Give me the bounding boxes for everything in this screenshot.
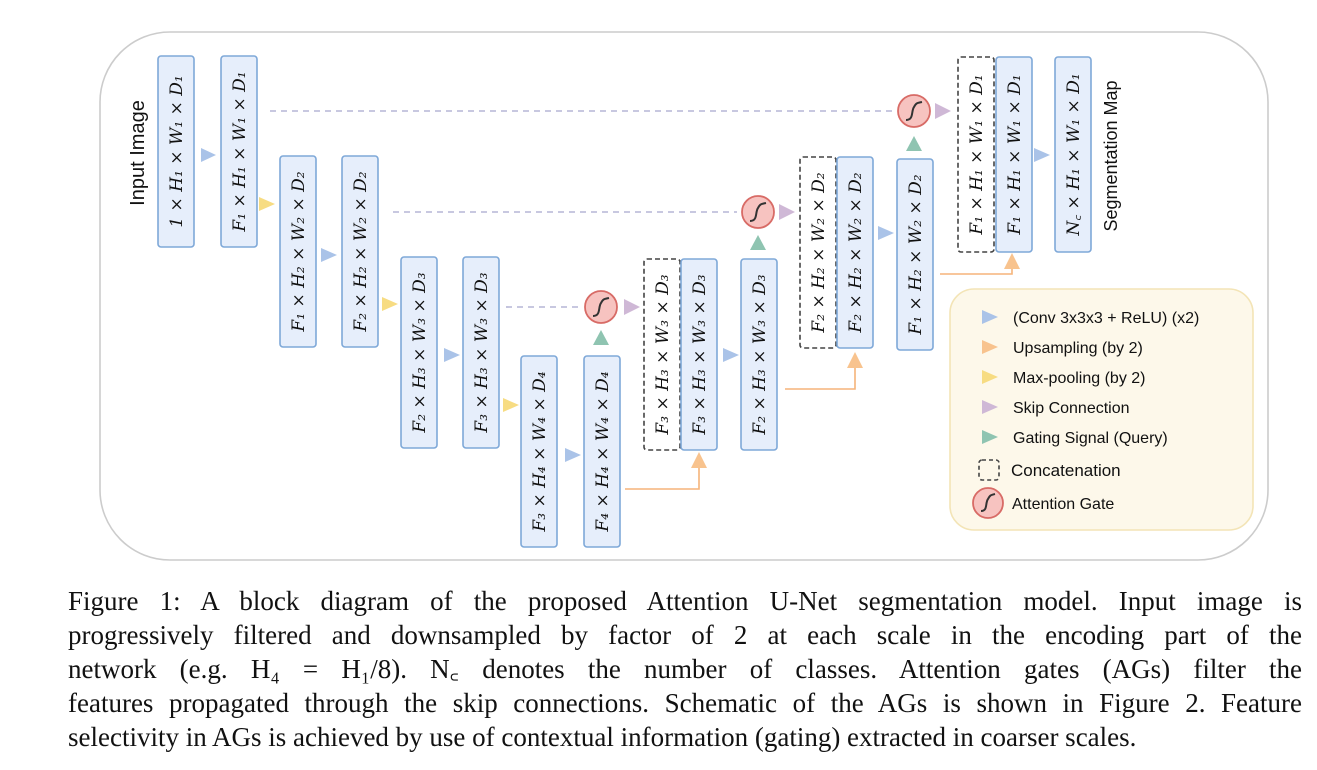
block-label: F₃ × H₄ × W₄ × D₄ — [530, 371, 550, 532]
concatenated-feature-block: F₃ × H₃ × W₃ × D₃ — [643, 258, 681, 451]
legend-label-skip: Skip Connection — [1013, 400, 1130, 417]
block-label: F₂ × H₃ × W₃ × D₃ — [410, 272, 430, 433]
block-label: F₁ × H₂ × W₂ × D₂ — [906, 174, 926, 335]
conv-triangle-icon — [982, 310, 998, 324]
caption-line-2: progressively filtered and downsampled b… — [68, 620, 1302, 650]
caption-line-5: selectivity in AGs is achieved by use of… — [68, 722, 1137, 752]
input-image-label: Input Image — [127, 100, 149, 206]
figure-caption: Figure 1: A block diagram of the propose… — [68, 584, 1302, 754]
block-label: F₁ × H₂ × W₂ × D₂ — [289, 171, 309, 332]
feature-block: F₁ × H₂ × W₂ × D₂ — [896, 158, 934, 351]
sigmoid-icon — [592, 297, 610, 317]
upsampling-line-1 — [625, 465, 700, 490]
conv-arrow-4 — [565, 448, 581, 462]
attention-gate-1 — [584, 290, 618, 324]
caption-line-3: network (e.g. H₄ = H₁/8). N꜀ denotes the… — [68, 654, 1302, 684]
gating-arrow-2 — [750, 235, 766, 250]
legend-label-gating: Gating Signal (Query) — [1013, 430, 1168, 447]
legend: (Conv 3x3x3 + ReLU) (x2) Upsampling (by … — [949, 288, 1254, 531]
block-label: F₂ × H₂ × W₂ × D₂ — [846, 172, 866, 333]
legend-label-upsampling: Upsampling (by 2) — [1013, 340, 1143, 357]
legend-label-maxpool: Max-pooling (by 2) — [1013, 370, 1146, 387]
sigmoid-icon — [905, 101, 923, 121]
flow-arrows — [201, 103, 1050, 468]
block-label: F₁ × H₁ × W₁ × D₁ — [1005, 74, 1025, 235]
block-label: 1 × H₁ × W₁ × D₁ — [167, 75, 187, 227]
feature-block: F₂ × H₃ × W₃ × D₃ — [740, 258, 778, 451]
conv-arrow-1 — [201, 148, 216, 162]
upsampling-arrow-2 — [847, 352, 863, 368]
attention-gate-2 — [741, 195, 775, 229]
maxpool-arrow-1 — [259, 197, 275, 211]
feature-blocks: 1 × H₁ × W₁ × D₁ F₁ × H₁ × W₁ × D₁ F₁ × H₂… — [157, 55, 1092, 548]
upsampling-triangle-icon — [982, 340, 998, 354]
block-label: F₁ × H₁ × W₁ × D₁ — [230, 71, 250, 232]
segmentation-map-label: Segmentation Map — [1101, 80, 1121, 231]
legend-label-concatenation: Concatenation — [1011, 461, 1121, 480]
concatenated-feature-block: F₁ × H₁ × W₁ × D₁ — [957, 56, 995, 253]
block-label: F₃ × H₃ × W₃ × D₃ — [653, 274, 673, 435]
feature-block: F₁ × H₁ × W₁ × D₁ — [220, 55, 258, 248]
conv-arrow-2 — [321, 248, 337, 262]
maxpool-triangle-icon — [982, 370, 998, 384]
upsampling-line-2 — [785, 365, 856, 390]
block-label: F₂ × H₃ × W₃ × D₃ — [750, 274, 770, 435]
sigmoid-icon — [749, 202, 767, 222]
conv-arrow-3 — [444, 348, 460, 362]
conv-arrow-7 — [1034, 148, 1050, 162]
feature-block: F₁ × H₁ × W₁ × D₁ — [995, 56, 1033, 253]
feature-block: F₂ × H₂ × W₂ × D₂ — [341, 155, 379, 348]
block-label: F₂ × H₂ × W₂ × D₂ — [351, 171, 371, 332]
attention-unet-diagram: 1 × H₁ × W₁ × D₁ F₁ × H₁ × W₁ × D₁ F₁ × H₂… — [99, 31, 1269, 561]
skip-arrow-2 — [779, 204, 795, 220]
gating-arrow-1 — [593, 330, 609, 345]
block-label: F₃ × H₃ × W₃ × D₃ — [472, 272, 492, 433]
legend-panel — [949, 288, 1254, 531]
block-label: F₃ × H₃ × W₃ × D₃ — [690, 274, 710, 435]
skip-arrow-1 — [624, 299, 640, 315]
block-label: N꜀ × H₁ × W₁ × D₁ — [1064, 73, 1084, 236]
feature-block: F₂ × H₂ × W₂ × D₂ — [836, 156, 874, 349]
upsampling-arrow-1 — [691, 452, 707, 468]
attention-gate-3 — [897, 94, 931, 128]
gating-arrow-3 — [906, 136, 922, 151]
maxpool-arrow-3 — [503, 398, 519, 412]
upsampling-arrow-3 — [1004, 253, 1020, 269]
skip-connections — [270, 110, 893, 308]
caption-line-4: features propagated through the skip con… — [68, 688, 1302, 718]
block-label: F₂ × H₂ × W₂ × D₂ — [809, 172, 829, 333]
feature-block: F₂ × H₃ × W₃ × D₃ — [400, 256, 438, 449]
caption-line-1: Figure 1: A block diagram of the propose… — [68, 586, 1302, 616]
block-label: F₄ × H₄ × W₄ × D₄ — [593, 371, 613, 532]
feature-block: F₄ × H₄ × W₄ × D₄ — [583, 355, 621, 548]
skip-arrow-3 — [935, 103, 951, 119]
conv-arrow-5 — [723, 348, 739, 362]
feature-block: F₃ × H₃ × W₃ × D₃ — [680, 258, 718, 451]
skip-triangle-icon — [982, 400, 998, 414]
feature-block: 1 × H₁ × W₁ × D₁ — [157, 55, 195, 248]
conv-arrow-6 — [878, 226, 894, 240]
feature-block: F₃ × H₄ × W₄ × D₄ — [520, 355, 558, 548]
concatenated-feature-block: F₂ × H₂ × W₂ × D₂ — [799, 156, 837, 349]
block-label: F₁ × H₁ × W₁ × D₁ — [967, 74, 987, 235]
legend-label-attention-gate: Attention Gate — [1012, 496, 1114, 513]
maxpool-arrow-2 — [382, 297, 398, 311]
concatenation-box-icon — [978, 459, 1000, 481]
feature-block: F₁ × H₂ × W₂ × D₂ — [279, 155, 317, 348]
legend-label-conv: (Conv 3x3x3 + ReLU) (x2) — [1013, 310, 1199, 327]
feature-block: F₃ × H₃ × W₃ × D₃ — [462, 256, 500, 449]
attention-gate-icon — [972, 487, 1004, 519]
feature-block: N꜀ × H₁ × W₁ × D₁ — [1054, 56, 1092, 253]
gating-triangle-icon — [982, 430, 998, 444]
